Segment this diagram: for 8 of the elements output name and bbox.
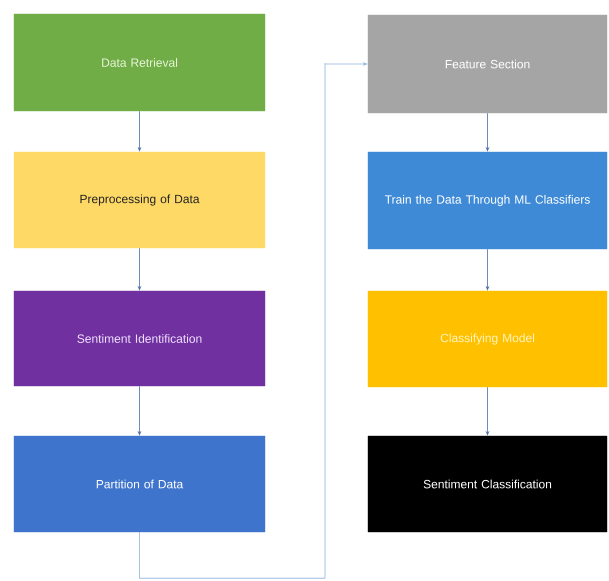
process-box: Partition of Data [14,436,266,532]
process-box: Feature Section [368,14,608,114]
process-box: Sentiment Classification [368,436,608,532]
process-box: Data Retrieval [14,14,266,112]
process-box: Classifying Model [368,290,608,388]
process-box: Sentiment Identification [14,290,266,386]
process-box: Train the Data Through ML Classifiers [368,152,608,250]
process-box: Preprocessing of Data [14,152,266,248]
